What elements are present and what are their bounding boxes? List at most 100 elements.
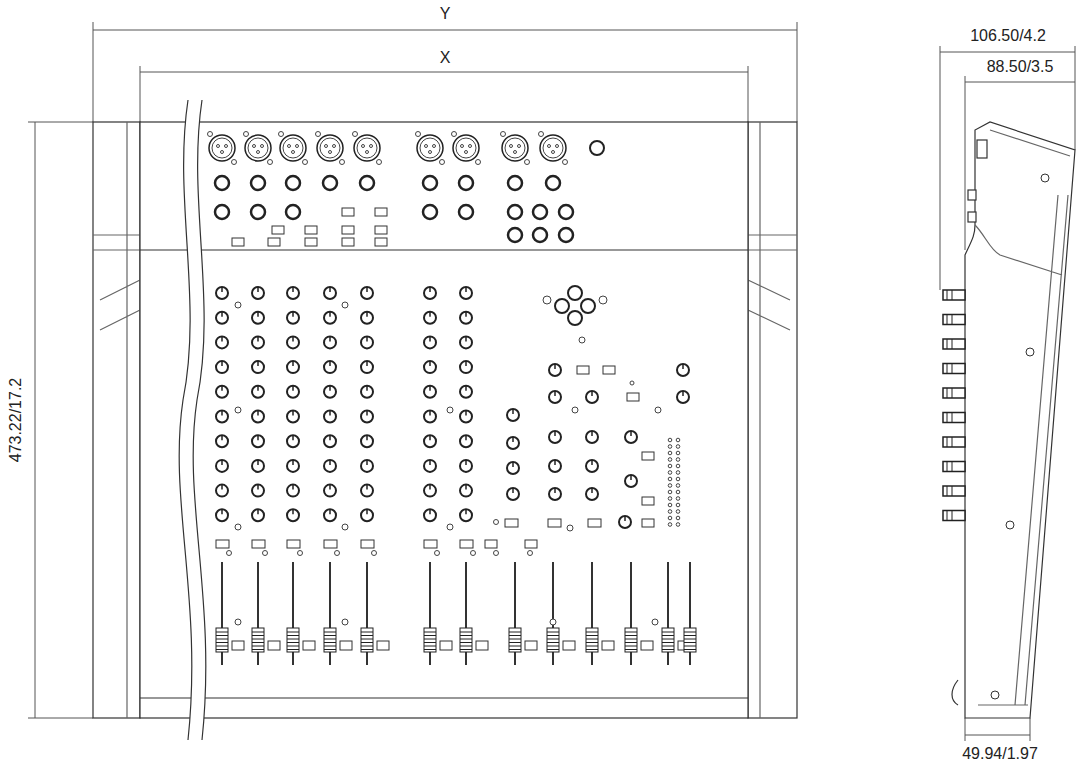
fader-grip <box>625 639 637 640</box>
fader-grip <box>586 649 598 650</box>
xlr-socket <box>540 135 566 161</box>
knob <box>324 312 336 324</box>
led <box>461 145 464 148</box>
fader-grip <box>252 642 264 643</box>
side-knob-grip <box>947 364 948 374</box>
connector-stub <box>968 212 976 222</box>
knob-pointer <box>366 411 368 416</box>
led <box>676 464 680 468</box>
led <box>342 619 348 625</box>
side-knob-grip <box>947 413 948 423</box>
button <box>375 208 387 216</box>
side-controls <box>943 174 1049 699</box>
fader-grip <box>287 649 299 650</box>
xlr-ring <box>212 138 232 158</box>
side-outline <box>965 122 1075 718</box>
knob <box>252 509 264 521</box>
fader-grip <box>625 642 637 643</box>
main-panel <box>140 122 748 718</box>
led <box>668 477 672 481</box>
jack-socket <box>251 205 265 219</box>
button <box>525 641 537 650</box>
dimension-letter: X <box>438 49 453 67</box>
knob <box>424 361 436 373</box>
knob-pointer <box>624 516 626 521</box>
knob <box>216 287 228 299</box>
knob <box>324 435 336 447</box>
side-foot <box>952 680 958 705</box>
led <box>668 497 672 501</box>
side-knob-grip <box>952 315 953 325</box>
knob <box>568 286 582 300</box>
xlr-ring <box>320 138 340 158</box>
knob-pointer <box>257 460 259 465</box>
knob-pointer <box>221 509 223 514</box>
knob-pointer <box>292 361 294 366</box>
led <box>244 132 249 137</box>
dimension-line <box>93 30 797 31</box>
led <box>335 551 340 556</box>
led <box>630 381 634 385</box>
knob <box>287 435 299 447</box>
break-line <box>179 100 206 740</box>
knob <box>677 364 689 376</box>
led <box>668 445 672 449</box>
fader-grip <box>460 646 472 647</box>
knob-pointer <box>257 361 259 366</box>
xlr-socket <box>453 135 479 161</box>
fader-grip <box>460 649 472 650</box>
knob-pointer <box>554 460 556 465</box>
break-gap <box>186 100 199 740</box>
button <box>642 452 654 460</box>
led <box>494 520 499 525</box>
knob-pointer <box>329 435 331 440</box>
led <box>447 524 453 530</box>
led <box>232 160 237 165</box>
led <box>362 145 365 148</box>
knob-pointer <box>465 485 467 490</box>
fader-grip <box>509 635 521 636</box>
led <box>435 551 440 556</box>
knob-pointer <box>366 509 368 514</box>
side-knob-grip <box>952 290 953 300</box>
knob-pointer <box>554 391 556 396</box>
fader-cap <box>684 628 696 652</box>
knob <box>424 485 436 497</box>
xlr-ring <box>283 138 303 158</box>
knob <box>287 287 299 299</box>
fader-grip <box>684 642 696 643</box>
knob <box>216 361 228 373</box>
knob-pointer <box>329 336 331 341</box>
led <box>501 132 506 137</box>
fader-grip <box>216 646 228 647</box>
knob-pointer <box>257 336 259 341</box>
knob-pointer <box>429 287 431 292</box>
knob-pointer <box>329 312 331 317</box>
led <box>429 151 432 154</box>
fader-grip <box>586 642 598 643</box>
button <box>232 641 244 650</box>
led <box>567 525 573 531</box>
led <box>208 132 213 137</box>
fader-grip <box>460 642 472 643</box>
knob <box>287 411 299 423</box>
led <box>543 296 551 304</box>
knob <box>581 299 595 313</box>
led <box>316 132 321 137</box>
fader-cap <box>586 628 598 652</box>
led <box>668 510 672 514</box>
jack-socket <box>508 176 522 190</box>
side-knob <box>943 462 965 472</box>
knob <box>287 336 299 348</box>
led <box>353 132 358 137</box>
knob-pointer <box>465 435 467 440</box>
button <box>252 540 265 548</box>
led <box>370 145 373 148</box>
jack-socket <box>286 176 300 190</box>
knob <box>252 287 264 299</box>
fader-cap <box>216 628 228 652</box>
led <box>655 407 661 413</box>
button <box>287 540 300 548</box>
led <box>548 145 551 148</box>
fader-grip <box>216 632 228 633</box>
